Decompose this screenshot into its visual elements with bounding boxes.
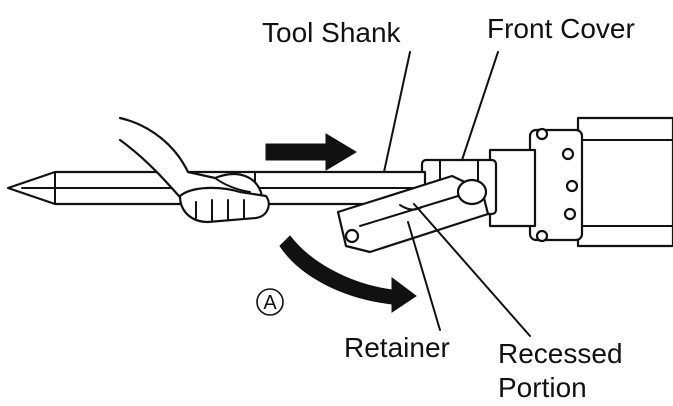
breaker-body <box>488 116 673 248</box>
view-marker-letter: A <box>263 292 277 314</box>
rotate-arrow <box>279 235 417 313</box>
leader-tool-shank <box>383 51 411 173</box>
leader-lines <box>383 51 531 337</box>
leader-front-cover <box>461 51 499 161</box>
label-front-cover: Front Cover <box>487 13 635 44</box>
label-portion: Portion <box>498 372 587 403</box>
push-arrow <box>265 133 357 171</box>
hand-lower <box>178 186 270 224</box>
leader-retainer <box>407 221 441 331</box>
retainer <box>336 174 490 254</box>
leader-recessed-portion <box>413 203 531 337</box>
label-retainer: Retainer <box>344 332 450 363</box>
view-marker: A <box>256 288 284 316</box>
label-tool-shank: Tool Shank <box>262 17 402 48</box>
label-recessed: Recessed <box>498 338 623 369</box>
